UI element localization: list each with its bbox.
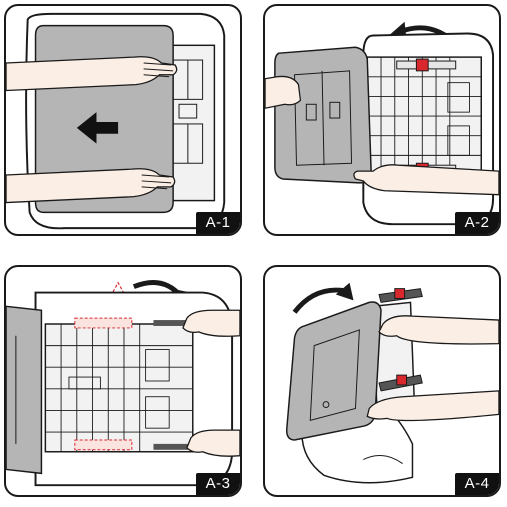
step-panel-a2: A-2 [263,4,501,236]
illustration-lift-cover [265,21,499,226]
illustration-remove-cover [6,12,226,230]
step-label: A-2 [455,212,499,234]
frame-grid [367,57,482,176]
step-label: A-1 [196,212,240,234]
frame-grid [45,324,193,452]
illustration-flip-base [285,282,499,484]
illustration-rotate-base [6,280,240,487]
latch-top-outline [74,317,133,329]
hand-icon-left [265,75,302,109]
left-arrow-icon [76,112,119,144]
hand-icon-top [378,315,499,345]
latch-top [415,58,429,72]
seat-cover [285,301,382,441]
seat-cover [6,305,43,475]
step-label: A-4 [455,473,499,495]
step-label: A-3 [196,473,240,495]
hand-icon-bottom [6,168,176,204]
step-panel-a3: A-3 [4,265,242,497]
latch-top [394,288,406,299]
latch-bottom-outline [74,439,133,451]
hand-icon-top [6,56,178,92]
hand-icon-bottom [186,429,240,457]
hand-icon-bottom [353,164,499,196]
step-panel-a4: A-4 [263,265,501,497]
curved-arrow-icon [292,287,344,314]
base-frame [44,323,194,453]
hand-icon-bottom [366,390,499,422]
latch-bottom [396,374,408,386]
step-panel-a1: A-1 [4,4,242,236]
hand-icon-top [182,309,240,337]
